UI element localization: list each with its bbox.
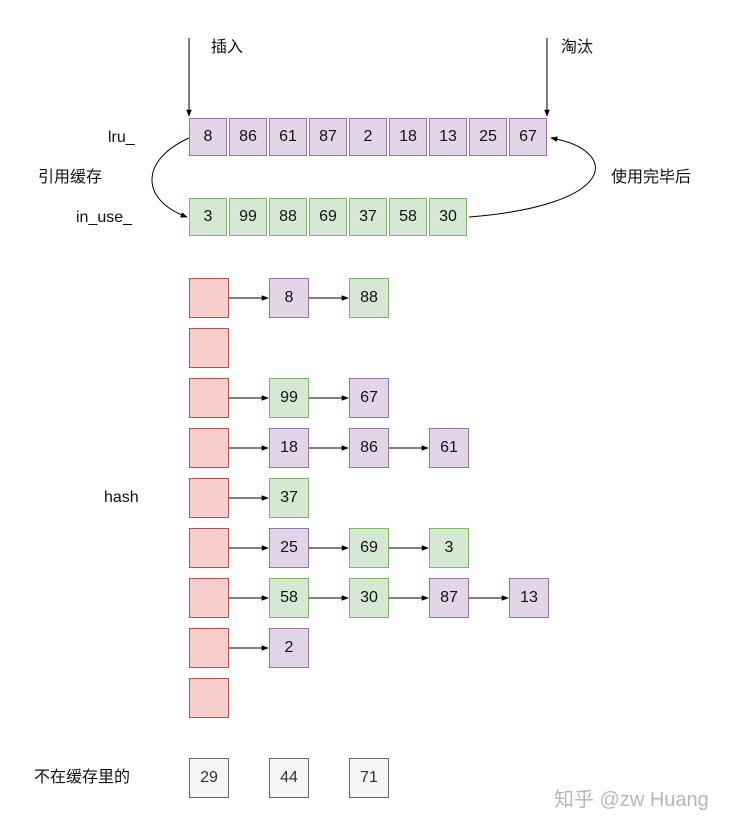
in-use-node: 30 <box>429 198 467 236</box>
ref-cache-label: 引用缓存 <box>38 169 103 186</box>
hash-chain-node: 8 <box>269 278 309 318</box>
hash-chain-node: 67 <box>349 378 389 418</box>
lru-node: 61 <box>269 118 307 156</box>
not-cached-node: 71 <box>349 758 389 798</box>
after-use-label: 使用完毕后 <box>611 169 692 186</box>
not-cached-label: 不在缓存里的 <box>34 769 131 786</box>
lru-node: 25 <box>469 118 507 156</box>
lru-node: 8 <box>189 118 227 156</box>
insert-label: 插入 <box>211 39 244 56</box>
in-use-label: in_use_ <box>76 209 133 226</box>
hash-chain-node: 87 <box>429 578 469 618</box>
lru-label: lru_ <box>108 129 135 146</box>
hash-chain-node: 2 <box>269 628 309 668</box>
in-use-node: 58 <box>389 198 427 236</box>
hash-chain-node: 3 <box>429 528 469 568</box>
hash-bucket <box>189 478 229 518</box>
in-use-node: 88 <box>269 198 307 236</box>
lru-node: 18 <box>389 118 427 156</box>
lru-node: 86 <box>229 118 267 156</box>
hash-chain-node: 37 <box>269 478 309 518</box>
hash-chain-node: 88 <box>349 278 389 318</box>
lru-node: 2 <box>349 118 387 156</box>
watermark: 知乎 @zw Huang <box>554 789 709 811</box>
ref-cache-arrow <box>151 137 190 218</box>
hash-bucket <box>189 528 229 568</box>
not-cached-node: 29 <box>189 758 229 798</box>
lru-node: 87 <box>309 118 347 156</box>
hash-chain-node: 61 <box>429 428 469 468</box>
hash-chain-node: 25 <box>269 528 309 568</box>
hash-bucket <box>189 578 229 618</box>
hash-bucket <box>189 328 229 368</box>
hash-bucket <box>189 678 229 718</box>
in-use-node: 3 <box>189 198 227 236</box>
lru-node: 67 <box>509 118 547 156</box>
in-use-node: 37 <box>349 198 387 236</box>
hash-bucket <box>189 278 229 318</box>
hash-bucket <box>189 628 229 668</box>
hash-chain-node: 69 <box>349 528 389 568</box>
hash-chain-node: 58 <box>269 578 309 618</box>
not-cached-node: 44 <box>269 758 309 798</box>
hash-label: hash <box>104 489 139 506</box>
hash-bucket <box>189 428 229 468</box>
in-use-node: 99 <box>229 198 267 236</box>
hash-chain-node: 99 <box>269 378 309 418</box>
lru-node: 13 <box>429 118 467 156</box>
hash-chain-node: 13 <box>509 578 549 618</box>
hash-chain-node: 18 <box>269 428 309 468</box>
hash-chain-node: 86 <box>349 428 389 468</box>
in-use-node: 69 <box>309 198 347 236</box>
hash-chain-node: 30 <box>349 578 389 618</box>
hash-bucket <box>189 378 229 418</box>
evict-label: 淘汰 <box>561 39 594 56</box>
